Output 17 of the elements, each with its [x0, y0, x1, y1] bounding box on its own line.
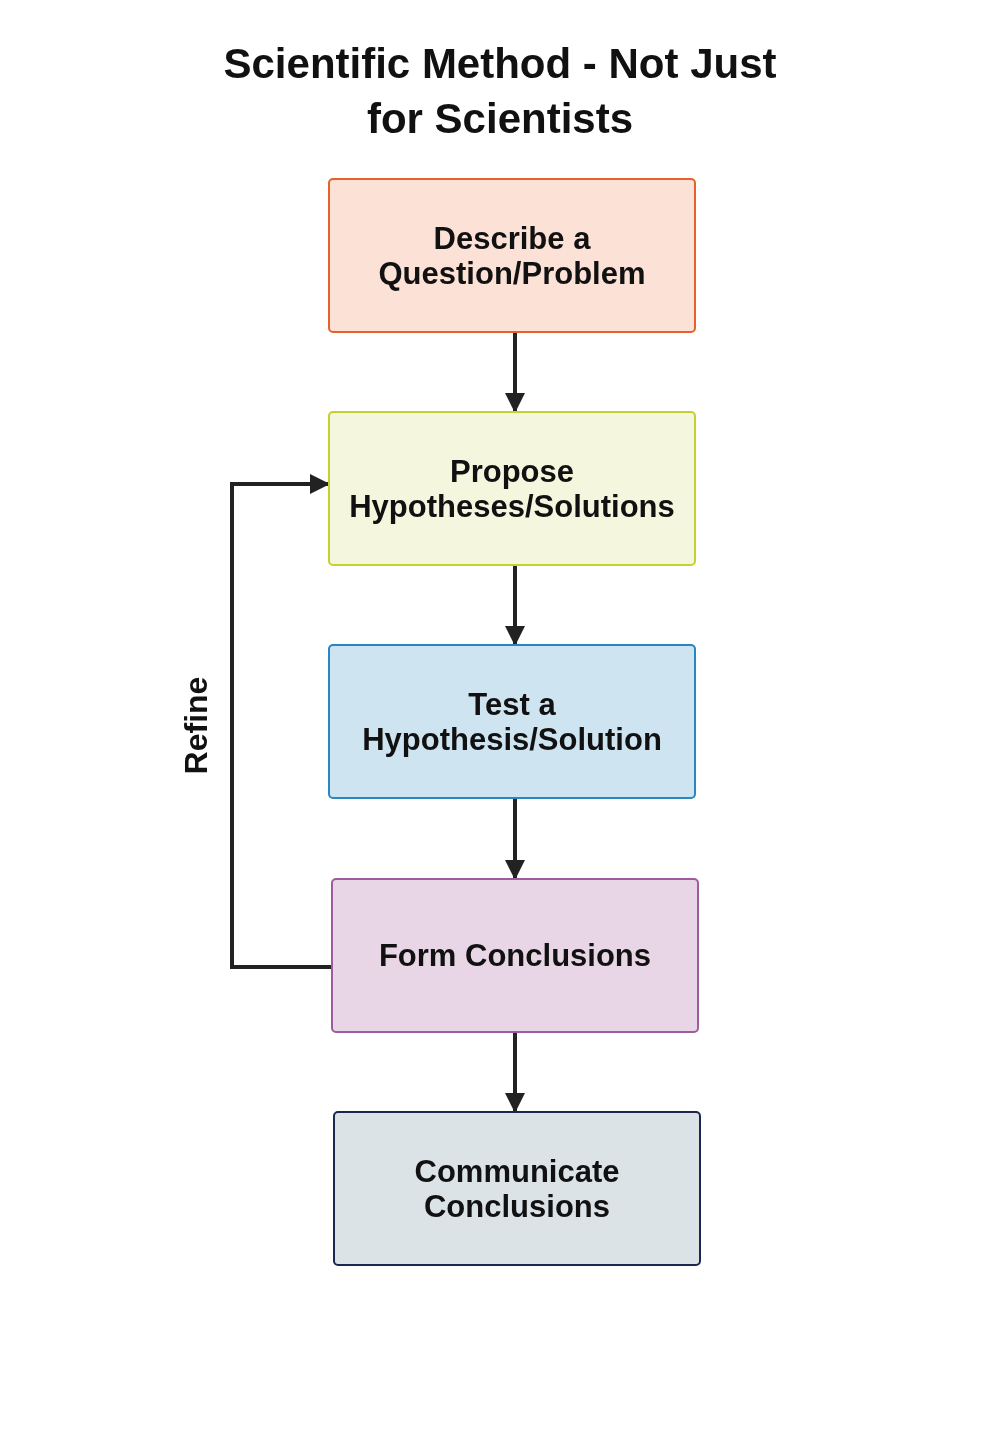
diagram-title: Scientific Method - Not Just for Scientists — [222, 39, 778, 144]
arrow — [505, 799, 525, 880]
arrow — [505, 1033, 525, 1113]
process-box — [333, 1111, 701, 1266]
edge-label: Refine — [178, 676, 216, 775]
step-text: Communicate Conclusions — [413, 1153, 621, 1224]
step-text: Test a Hypothesis/Solution — [361, 686, 663, 757]
process-box — [328, 411, 696, 566]
arrow — [230, 474, 331, 969]
process-box — [331, 878, 699, 1033]
arrow — [505, 333, 525, 413]
step-text: Describe a Question/Problem — [377, 220, 647, 291]
arrow — [505, 566, 525, 646]
process-box — [328, 644, 696, 799]
step-text: Propose Hypotheses/Solutions — [348, 453, 676, 524]
process-box — [328, 178, 696, 333]
step-text: Form Conclusions — [378, 938, 652, 973]
